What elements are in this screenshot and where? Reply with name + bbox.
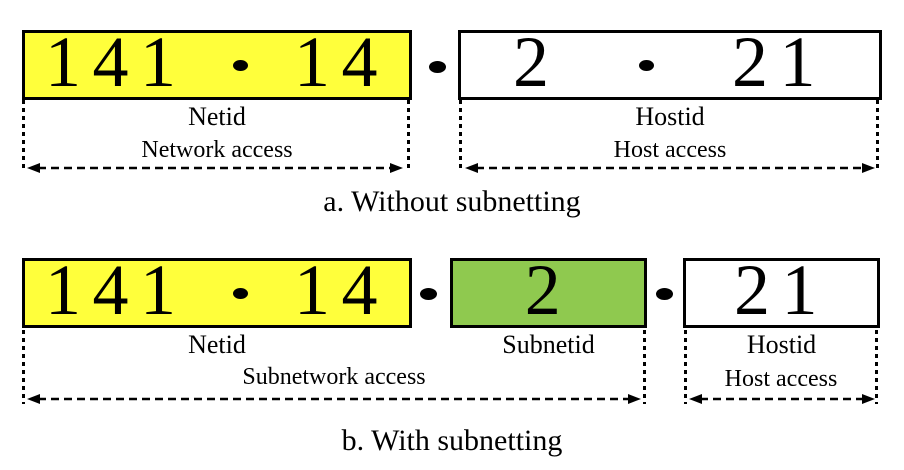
caption-a: a. Without subnetting	[323, 185, 581, 218]
octet-value: 2	[513, 22, 561, 102]
dot-separator-icon	[233, 287, 249, 299]
dotted-guide-line	[459, 100, 462, 172]
octet-value: 141	[45, 250, 188, 330]
octet-value: 2	[524, 250, 573, 330]
netid-box-a: 141 14	[22, 26, 412, 100]
octet-value: 21	[731, 22, 827, 102]
subnetid-label-b: Subnetid	[502, 330, 595, 359]
hostid-box-a: 2 21	[458, 26, 882, 100]
netid-label-a: Netid	[188, 102, 246, 131]
dotted-guide-line	[684, 330, 687, 404]
dot-separator-icon	[233, 59, 249, 71]
octet-value: 14	[293, 22, 389, 102]
octet-value: 14	[293, 250, 389, 330]
network-access-arrow	[27, 163, 403, 173]
hostid-label-a: Hostid	[635, 102, 705, 131]
dotted-guide-line	[875, 330, 878, 404]
octet-value: 21	[733, 250, 830, 330]
netid-box-b: 141 14	[22, 254, 412, 328]
dotted-guide-line	[22, 330, 25, 404]
host-access-label-b: Host access	[724, 366, 838, 392]
netid-label-b: Netid	[188, 330, 246, 359]
dotted-guide-line	[407, 100, 410, 172]
dotted-guide-line	[876, 100, 879, 172]
host-access-label-a: Host access	[613, 137, 727, 163]
dotted-guide-line	[22, 100, 25, 172]
subnetid-box-b: 2	[450, 254, 647, 328]
caption-b: b. With subnetting	[341, 424, 563, 457]
host-access-arrow-a	[465, 163, 875, 173]
hostid-label-b: Hostid	[746, 330, 817, 359]
dot-separator-icon	[656, 288, 673, 300]
host-access-arrow-b	[689, 394, 875, 404]
subnetwork-access-label: Subnetwork access	[242, 364, 426, 390]
hostid-box-b: 21	[683, 254, 880, 328]
dot-separator-icon	[429, 61, 446, 73]
dot-separator-icon	[420, 288, 437, 300]
subnetwork-access-arrow	[27, 394, 641, 404]
dotted-guide-line	[643, 330, 646, 404]
octet-value: 141	[45, 22, 188, 102]
dot-separator-icon	[638, 59, 654, 71]
network-access-label: Network access	[141, 137, 293, 163]
